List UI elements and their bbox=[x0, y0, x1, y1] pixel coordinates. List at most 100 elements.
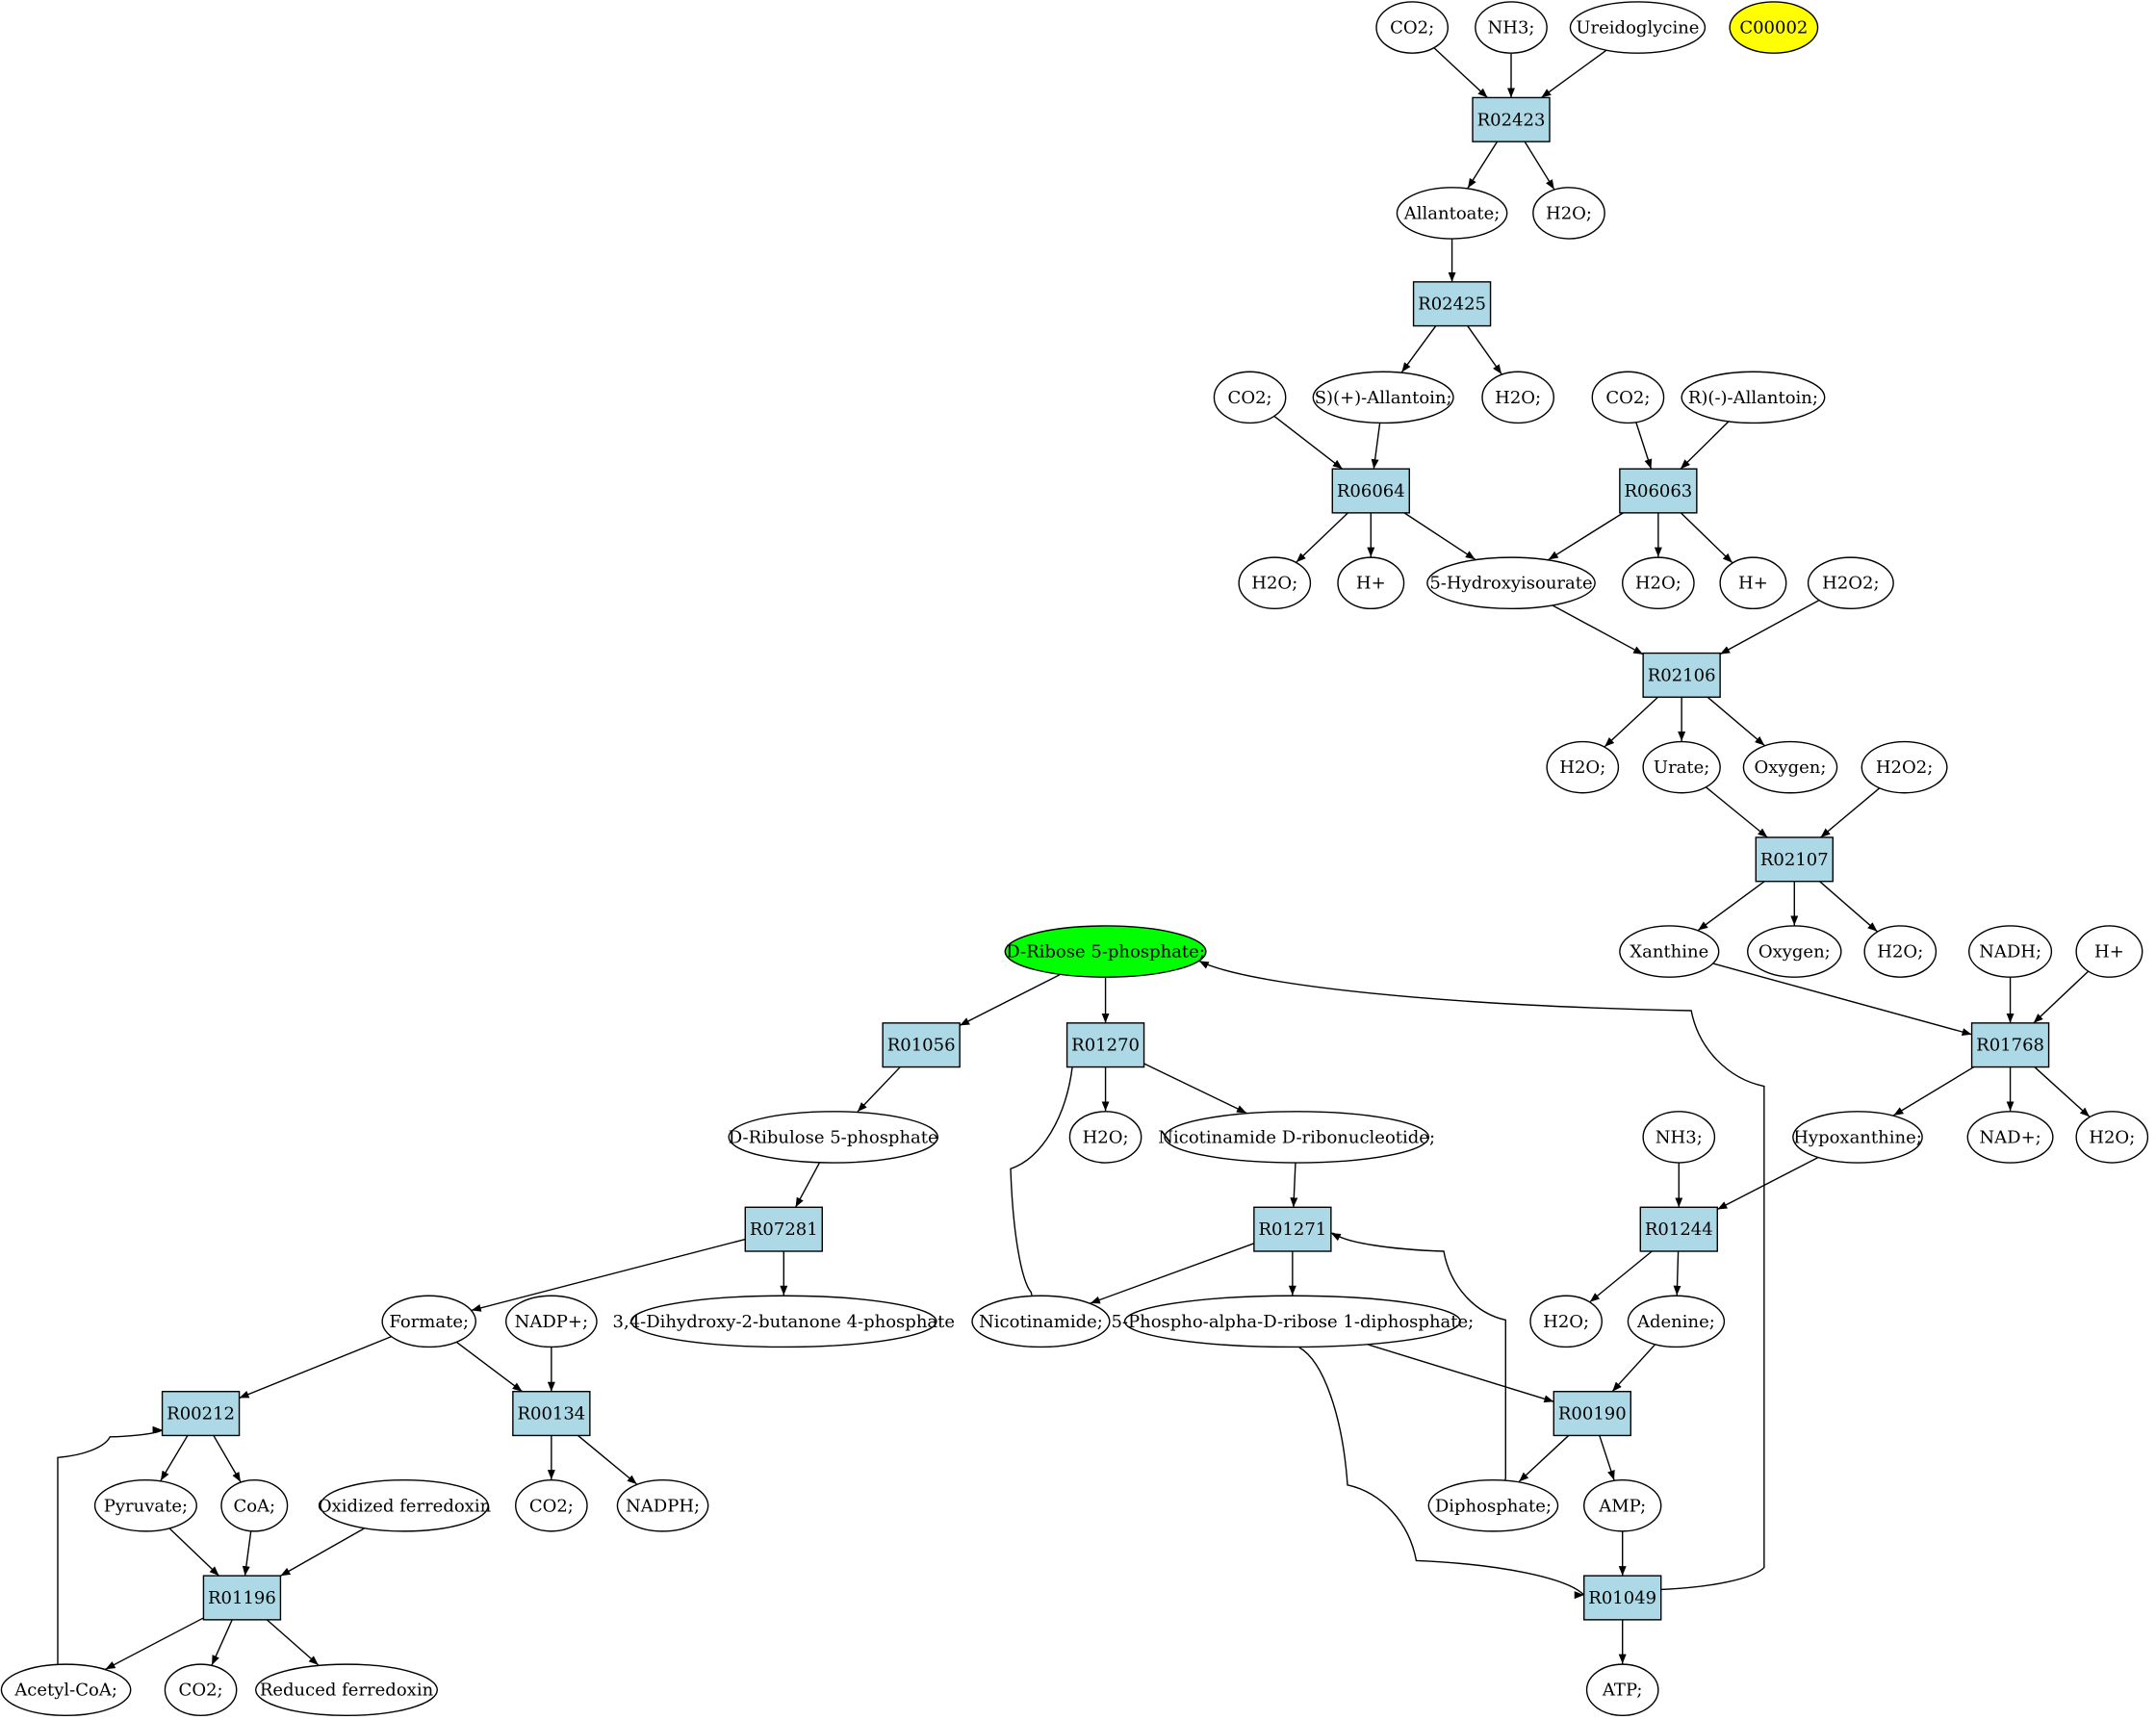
compound-ellipse bbox=[1238, 556, 1312, 610]
edge-c_coa-to-r_R01196 bbox=[242, 1531, 252, 1577]
compound-node-h2o-4[interactable]: H2O; bbox=[1622, 556, 1695, 610]
reaction-node-r01056[interactable]: R01056 bbox=[882, 1022, 961, 1068]
reaction-node-r06063[interactable]: R06063 bbox=[1619, 468, 1698, 514]
reaction-box bbox=[1639, 1206, 1718, 1252]
reaction-node-r00212[interactable]: R00212 bbox=[161, 1391, 241, 1437]
compound-node-s-allantoin[interactable]: S)(+)-Allantoin; bbox=[1312, 371, 1454, 424]
compound-node-h2o2-2[interactable]: H2O2; bbox=[1861, 740, 1948, 794]
compound-node-co2-1[interactable]: CO2; bbox=[1375, 1, 1449, 54]
compound-node-nadplus[interactable]: NAD+; bbox=[1966, 1111, 2054, 1164]
reaction-node-r02425[interactable]: R02425 bbox=[1412, 281, 1492, 327]
compound-node-dhbp[interactable]: 3,4-Dihydroxy-2-butanone 4-phosphate bbox=[613, 1295, 956, 1348]
reaction-node-r06064[interactable]: R06064 bbox=[1331, 468, 1410, 514]
compound-node-nh3-1[interactable]: NH3; bbox=[1475, 1, 1548, 54]
compound-node-formate[interactable]: Formate; bbox=[381, 1295, 476, 1348]
reaction-node-r07281[interactable]: R07281 bbox=[744, 1206, 823, 1252]
reaction-node-r02423[interactable]: R02423 bbox=[1472, 96, 1551, 142]
edge-r_R00134-to-c_nadph bbox=[578, 1434, 638, 1485]
compound-node-r-allantoin[interactable]: R)(-)-Allantoin; bbox=[1681, 371, 1826, 424]
reaction-box bbox=[1253, 1206, 1332, 1252]
compound-ellipse bbox=[1427, 1478, 1559, 1532]
reaction-box bbox=[161, 1391, 241, 1437]
compound-ellipse bbox=[1123, 1295, 1461, 1348]
compound-node-acetylcoa[interactable]: Acetyl-CoA; bbox=[0, 1663, 132, 1717]
compound-node-h2o-9[interactable]: H2O; bbox=[1529, 1295, 1603, 1348]
node-label: Pyruvate; bbox=[104, 1496, 188, 1516]
compound-node-h2o-6[interactable]: H2O; bbox=[1863, 925, 1938, 978]
compound-ellipse bbox=[164, 1663, 238, 1717]
compound-node-co2-4[interactable]: CO2; bbox=[515, 1478, 588, 1532]
compound-node-prpp[interactable]: 5-Phospho-alpha-D-ribose 1-diphosphate; bbox=[1111, 1295, 1474, 1348]
reaction-node-r01196[interactable]: R01196 bbox=[202, 1575, 282, 1621]
node-label: R06063 bbox=[1624, 481, 1692, 501]
compound-node-co2-2[interactable]: CO2; bbox=[1213, 371, 1287, 424]
compound-node-nadpplus[interactable]: NADP+; bbox=[505, 1295, 598, 1348]
node-label: NAD+; bbox=[1979, 1127, 2040, 1147]
compound-node-ureidoglycine[interactable]: Ureidoglycine bbox=[1569, 1, 1707, 54]
compound-node-atp[interactable]: ATP; bbox=[1585, 1663, 1659, 1717]
compound-node-nadh[interactable]: NADH; bbox=[1968, 925, 2053, 978]
compound-node-xanthine[interactable]: Xanthine bbox=[1619, 925, 1720, 978]
edge-r_R02107-to-c_h2o_6 bbox=[1819, 881, 1878, 933]
compound-node-h2o-2[interactable]: H2O; bbox=[1481, 371, 1554, 424]
compound-node-amp[interactable]: AMP; bbox=[1583, 1478, 1662, 1532]
reaction-node-r02107[interactable]: R02107 bbox=[1755, 836, 1834, 883]
reaction-node-r01768[interactable]: R01768 bbox=[1970, 1022, 2050, 1068]
compound-node-nicotinamide[interactable]: Nicotinamide; bbox=[971, 1295, 1111, 1348]
compound-node-pyruvate[interactable]: Pyruvate; bbox=[93, 1478, 197, 1532]
compound-node-ribulose5p[interactable]: D-Ribulose 5-phosphate bbox=[728, 1111, 938, 1164]
compound-node-urate[interactable]: Urate; bbox=[1642, 740, 1721, 794]
node-label: CO2; bbox=[1390, 18, 1434, 39]
reaction-node-r01244[interactable]: R01244 bbox=[1639, 1206, 1718, 1252]
compound-node-oxfd[interactable]: Oxidized ferredoxin bbox=[318, 1478, 492, 1532]
compound-node-nadph[interactable]: NADPH; bbox=[616, 1478, 709, 1532]
reaction-node-r01270[interactable]: R01270 bbox=[1065, 1022, 1145, 1068]
compound-node-hplus-1[interactable]: H+ bbox=[1337, 556, 1405, 610]
compound-ellipse bbox=[220, 1478, 289, 1532]
compound-node-hypoxanthine[interactable]: Hypoxanthine; bbox=[1792, 1111, 1923, 1164]
compound-node-diphosphate[interactable]: Diphosphate; bbox=[1427, 1478, 1559, 1532]
compound-node-hplus-2[interactable]: H+ bbox=[1719, 556, 1787, 610]
compound-node-h2o-8[interactable]: H2O; bbox=[2075, 1111, 2149, 1164]
compound-ellipse bbox=[1004, 925, 1207, 978]
compound-node-c00002[interactable]: C00002 bbox=[1729, 1, 1819, 54]
reaction-node-r00134[interactable]: R00134 bbox=[512, 1391, 591, 1437]
compound-node-allantoate[interactable]: Allantoate; bbox=[1396, 187, 1508, 240]
compound-node-co2-3[interactable]: CO2; bbox=[1591, 371, 1665, 424]
node-label: 5-Hydroxyisourate bbox=[1429, 574, 1592, 594]
compound-node-adenine[interactable]: Adenine; bbox=[1627, 1295, 1726, 1348]
reaction-node-r01049[interactable]: R01049 bbox=[1583, 1575, 1662, 1621]
compound-node-coa[interactable]: CoA; bbox=[220, 1478, 289, 1532]
compound-node-oxygen-1[interactable]: Oxygen; bbox=[1742, 740, 1838, 794]
node-label: NH3; bbox=[1488, 18, 1535, 39]
compound-node-h2o-1[interactable]: H2O; bbox=[1532, 187, 1605, 240]
compound-node-h2o-5[interactable]: H2O; bbox=[1546, 740, 1620, 794]
compound-node-h2o2-1[interactable]: H2O2; bbox=[1807, 556, 1894, 610]
compound-ellipse bbox=[728, 1111, 938, 1164]
compound-ellipse bbox=[1396, 187, 1508, 240]
compound-node-co2-5[interactable]: CO2; bbox=[164, 1663, 238, 1717]
node-label: Nicotinamide D-ribonucleotide; bbox=[1158, 1127, 1435, 1147]
compound-node-nh3-2[interactable]: NH3; bbox=[1642, 1111, 1716, 1164]
reaction-node-r00190[interactable]: R00190 bbox=[1553, 1391, 1631, 1437]
compound-node-hydroxyisourate[interactable]: 5-Hydroxyisourate bbox=[1426, 556, 1596, 610]
edge-r_R02106-to-c_oxygen_1 bbox=[1707, 696, 1765, 747]
reaction-node-r01271[interactable]: R01271 bbox=[1253, 1206, 1332, 1252]
node-label: H2O; bbox=[1546, 203, 1592, 223]
compound-ellipse bbox=[0, 1663, 132, 1717]
compound-node-oxygen-2[interactable]: Oxygen; bbox=[1747, 925, 1842, 978]
compound-node-hplus-3[interactable]: H+ bbox=[2075, 925, 2143, 978]
compound-ellipse bbox=[2075, 925, 2143, 978]
compound-node-h2o-3[interactable]: H2O; bbox=[1238, 556, 1312, 610]
edge-c_hydroxyisourate-to-r_R02106 bbox=[1553, 604, 1644, 655]
compound-node-ribose5p[interactable]: D-Ribose 5-phosphate; bbox=[1004, 925, 1207, 978]
compound-node-redfd[interactable]: Reduced ferredoxin bbox=[255, 1663, 438, 1717]
edge-r_R06064-to-c_hydroxyisourate bbox=[1403, 512, 1476, 560]
node-label: Oxygen; bbox=[1755, 757, 1827, 778]
reaction-node-r02106[interactable]: R02106 bbox=[1642, 652, 1721, 698]
reaction-box bbox=[1619, 468, 1698, 514]
compound-node-h2o-7[interactable]: H2O; bbox=[1068, 1111, 1142, 1164]
node-label: Allantoate; bbox=[1403, 203, 1501, 223]
compound-node-nmn[interactable]: Nicotinamide D-ribonucleotide; bbox=[1158, 1111, 1435, 1164]
